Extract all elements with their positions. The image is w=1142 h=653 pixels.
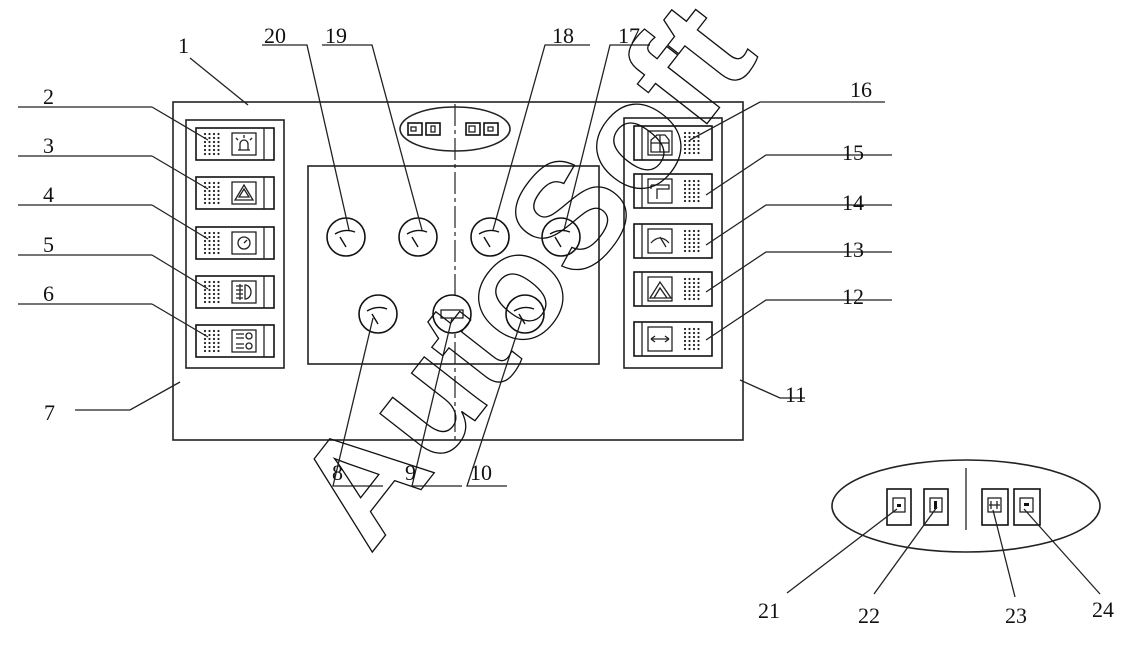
warning-lamp-icon: [235, 135, 253, 151]
leader-lines: [18, 44, 892, 487]
label-6: 6: [43, 281, 54, 306]
label-1: 1: [178, 33, 189, 58]
label-5: 5: [43, 232, 54, 257]
label-3: 3: [43, 133, 54, 158]
gauges: [326, 217, 581, 334]
cabin-icon: [650, 134, 670, 153]
label-18: 18: [552, 23, 574, 48]
label-17: 17: [618, 23, 640, 48]
label-2: 2: [43, 84, 54, 109]
label-14: 14: [842, 190, 864, 215]
left-switch-dot-grids: [203, 132, 220, 353]
gauge-19: [398, 217, 438, 257]
headlight-icon: [236, 332, 253, 350]
windshield-icon: [648, 280, 673, 299]
wiper-icon: [650, 236, 670, 248]
label-16: 16: [850, 77, 872, 102]
switch-5[interactable]: [195, 275, 275, 309]
instrument-cluster: [307, 165, 600, 365]
label-15: 15: [842, 140, 864, 165]
switch-6[interactable]: [195, 324, 275, 358]
left-switches: [195, 127, 275, 358]
label-22: 22: [858, 603, 880, 628]
label-12: 12: [842, 284, 864, 309]
label-11: 11: [785, 382, 806, 407]
switch-12[interactable]: [633, 321, 713, 357]
gauge-18: [470, 217, 510, 257]
label-8: 8: [332, 460, 343, 485]
direction-arrows-icon: [650, 335, 670, 343]
label-4: 4: [43, 182, 54, 207]
switch-21[interactable]: [886, 488, 912, 526]
gauge-20: [326, 217, 366, 257]
gauge-8: [358, 294, 398, 334]
label-20: 20: [264, 23, 286, 48]
switch-14[interactable]: [633, 223, 713, 259]
label-24: 24: [1092, 597, 1114, 622]
label-7: 7: [44, 400, 55, 425]
switch-15[interactable]: [633, 173, 713, 209]
switch-15-top[interactable]: [633, 125, 713, 161]
gauge-10: [505, 294, 545, 334]
detail-view: [786, 459, 1101, 598]
label-19: 19: [325, 23, 347, 48]
gauge-17: [541, 217, 581, 257]
switch-4[interactable]: [195, 226, 275, 260]
gauge-icon: [237, 236, 251, 250]
switch-3[interactable]: [195, 176, 275, 210]
dump-icon: [650, 184, 670, 199]
label-23: 23: [1005, 603, 1027, 628]
hazard-triangle-icon: [233, 183, 255, 201]
part-labels: 1 2 3 4 5 6 7 8 9 10 11 12 13 14 15 16 1…: [43, 23, 1114, 628]
right-switch-group: [623, 117, 723, 369]
left-switch-group: [185, 119, 285, 369]
label-9: 9: [405, 460, 416, 485]
label-13: 13: [842, 237, 864, 262]
switch-13[interactable]: [633, 271, 713, 307]
label-10: 10: [470, 460, 492, 485]
fog-light-icon: [236, 284, 252, 300]
panel-frame: [172, 101, 744, 441]
right-switches: [633, 125, 713, 357]
switch-2[interactable]: [195, 127, 275, 161]
label-21: 21: [758, 598, 780, 623]
switch-24[interactable]: [1013, 488, 1041, 526]
top-indicator-ellipse: [399, 106, 511, 152]
top-indicator-switches: [407, 122, 499, 136]
